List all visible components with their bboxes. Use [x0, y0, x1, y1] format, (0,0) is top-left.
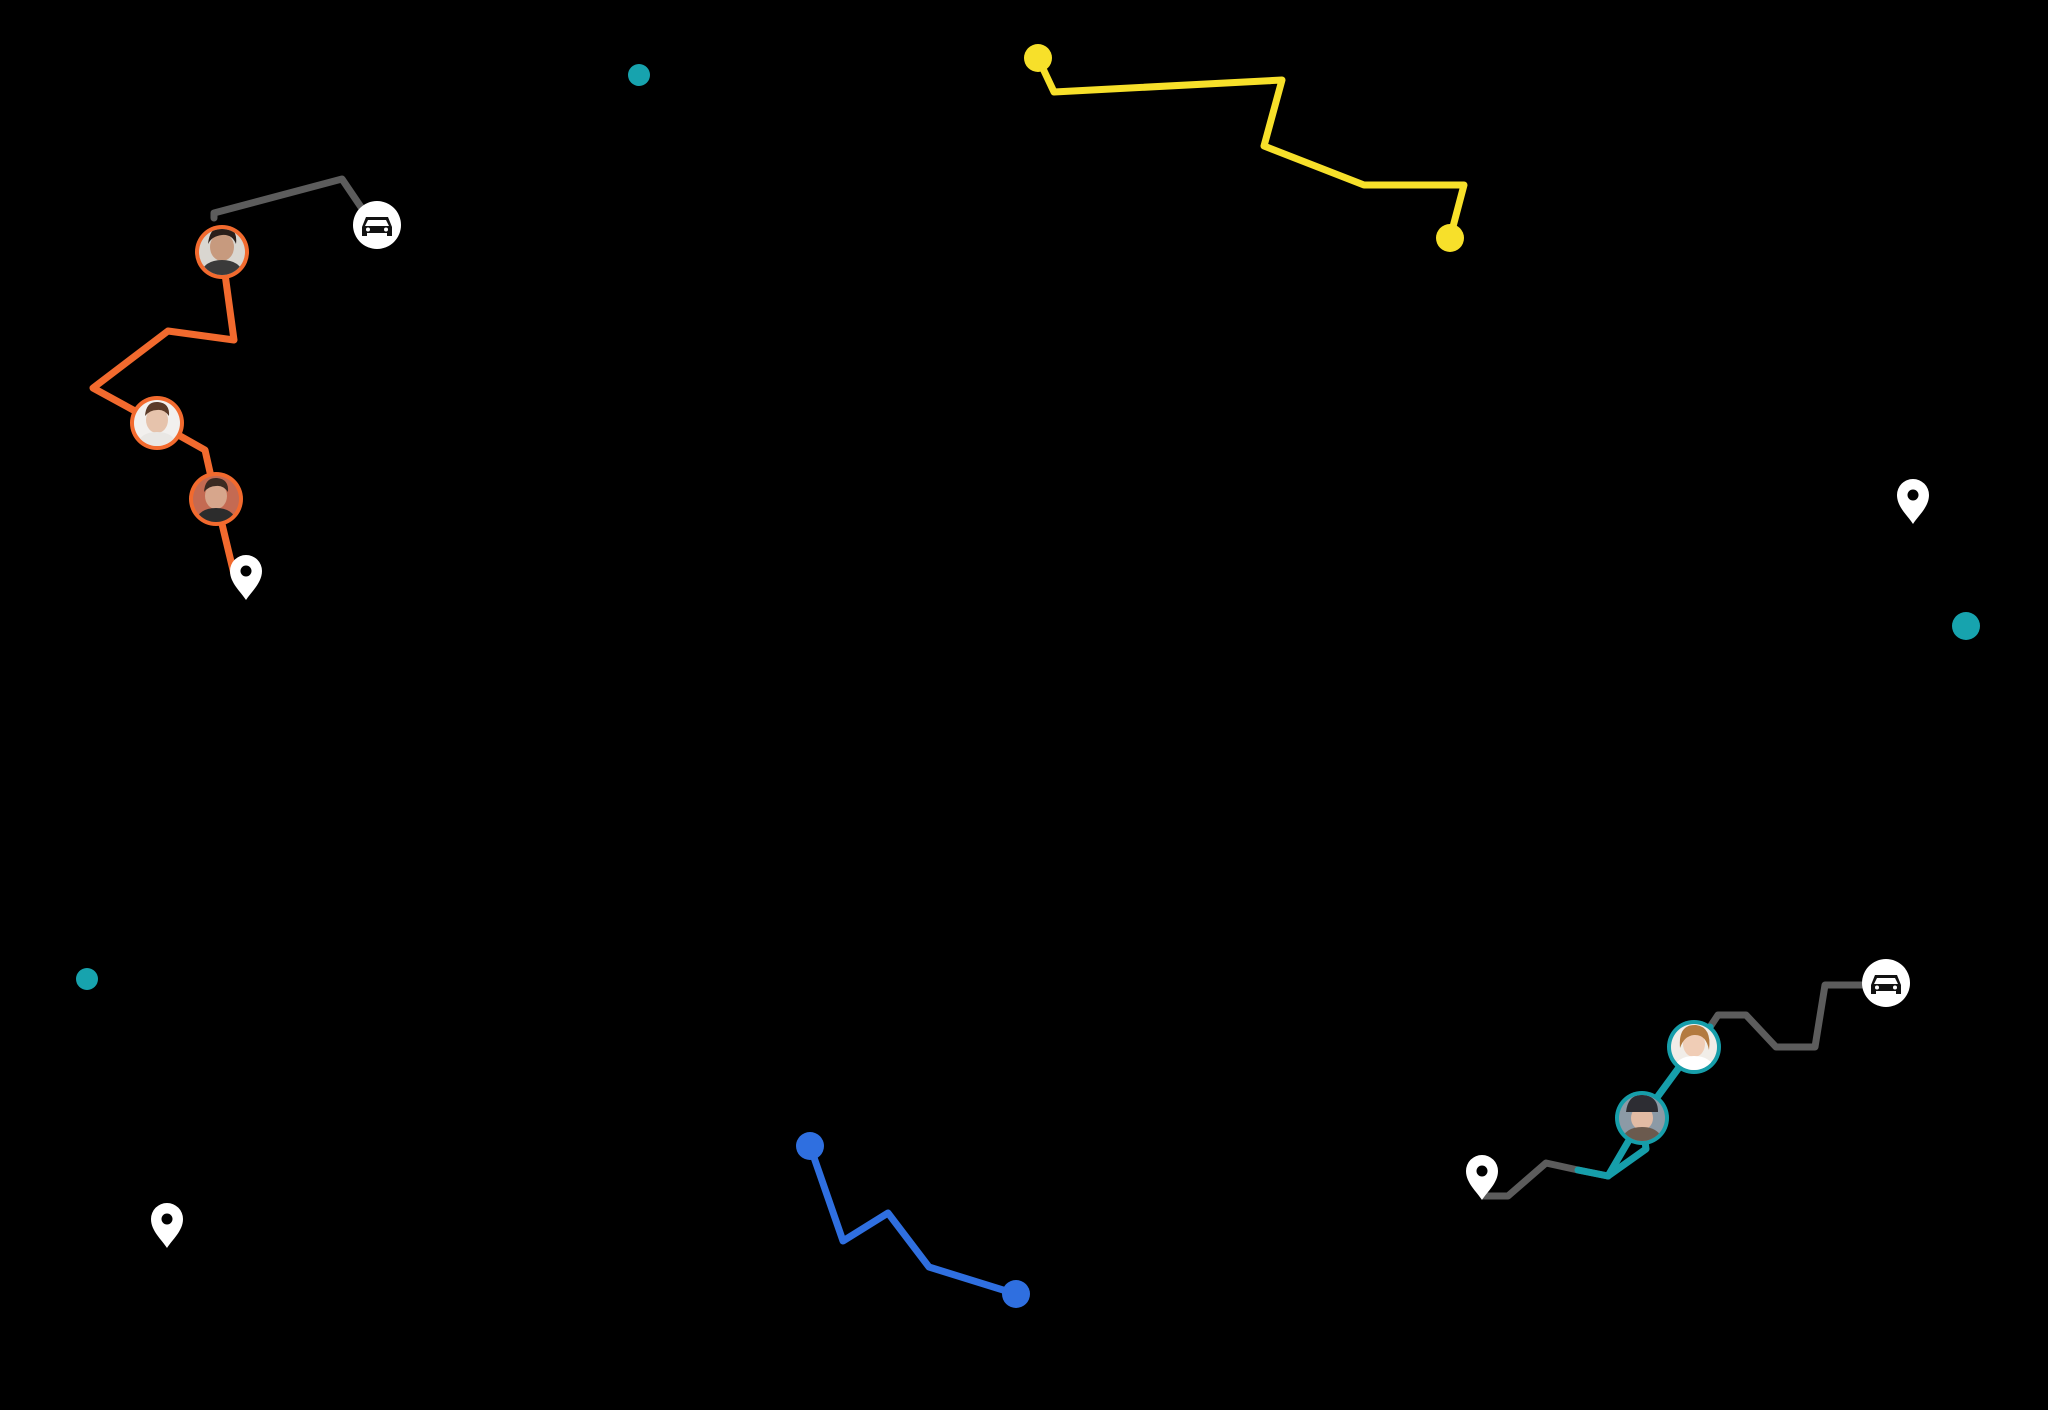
avatar-marker-3[interactable]	[189, 472, 243, 526]
gray-route-bottom[interactable]	[1480, 1159, 1612, 1200]
location-dot-icon[interactable]	[1952, 612, 1980, 640]
location-pin-top-left[interactable]	[230, 555, 262, 600]
blue-route-start[interactable]	[796, 1132, 824, 1160]
location-pin-icon	[1897, 479, 1929, 524]
car-marker-top[interactable]	[353, 201, 401, 249]
location-pin-bottom-left[interactable]	[151, 1203, 183, 1248]
location-pin-bottom-right[interactable]	[1466, 1155, 1498, 1200]
blue-route-end[interactable]	[1002, 1280, 1030, 1308]
location-pin-right[interactable]	[1897, 479, 1929, 524]
blue-route[interactable]	[806, 1142, 1020, 1298]
avatar-icon	[1619, 1095, 1665, 1141]
avatar-marker-4[interactable]	[1667, 1020, 1721, 1074]
avatar-marker-5[interactable]	[1615, 1091, 1669, 1145]
avatar-icon	[1671, 1024, 1717, 1070]
location-pin-icon	[151, 1203, 183, 1248]
avatar-icon	[199, 229, 245, 275]
gray-route-top[interactable]	[210, 175, 369, 222]
car-icon	[1871, 975, 1901, 994]
car-icon	[362, 217, 392, 236]
yellow-route-start[interactable]	[1024, 44, 1052, 72]
yellow-route[interactable]	[1034, 54, 1468, 242]
avatar-marker-1[interactable]	[195, 225, 249, 279]
location-pin-icon	[1466, 1155, 1498, 1200]
location-pin-icon	[230, 555, 262, 600]
location-dot-icon[interactable]	[628, 64, 650, 86]
avatar-icon	[134, 400, 180, 446]
location-dot-icon[interactable]	[76, 968, 98, 990]
gray-route-bottom[interactable]	[1706, 981, 1872, 1051]
yellow-route-end[interactable]	[1436, 224, 1464, 252]
avatar-icon	[193, 476, 239, 522]
avatar-marker-2[interactable]	[130, 396, 184, 450]
car-marker-bottom[interactable]	[1862, 959, 1910, 1007]
